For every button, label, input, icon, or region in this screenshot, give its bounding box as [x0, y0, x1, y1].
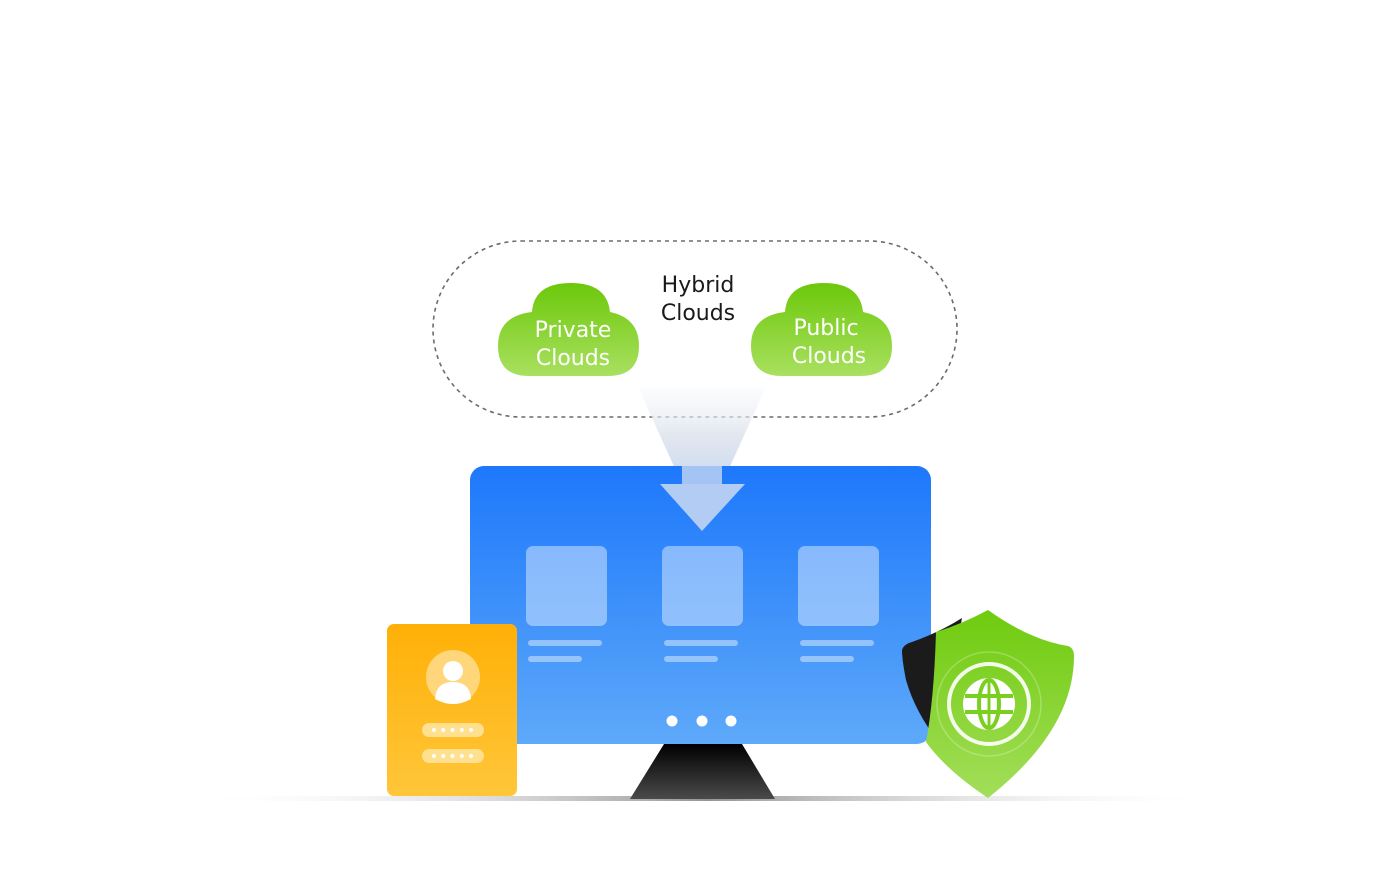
cloud-icon — [498, 283, 639, 376]
monitor-stand — [630, 744, 775, 799]
monitor-screen — [470, 466, 931, 744]
id-card-field — [422, 723, 484, 737]
tile-caption-bar — [800, 640, 874, 646]
id-card-body — [387, 624, 517, 796]
transfer-beam — [638, 387, 766, 484]
private-cloud-label-line2: Clouds — [536, 346, 610, 371]
app-tile — [798, 546, 879, 626]
app-tile — [662, 546, 743, 626]
monitor-icon — [470, 466, 931, 744]
transfer-beam-overlay — [682, 466, 722, 484]
id-card-field1-mask: ••••• — [430, 723, 476, 739]
public-cloud: Public Clouds — [751, 283, 892, 376]
pager-dot — [725, 715, 737, 727]
app-tile — [526, 546, 607, 626]
tile-caption-bar — [528, 640, 602, 646]
id-card-icon: ••••• ••••• — [387, 624, 517, 796]
hybrid-clouds-label-line1: Hybrid — [662, 273, 735, 298]
shield-ring-inner — [947, 662, 1031, 746]
pager-dot — [696, 715, 708, 727]
public-cloud-label-line1: Public — [793, 316, 858, 341]
id-card-field — [422, 749, 484, 763]
private-cloud-label-line1: Private — [535, 318, 612, 343]
shield-icon — [902, 610, 1074, 798]
tile-caption-bar — [664, 656, 718, 662]
public-cloud-label-line2: Clouds — [792, 344, 866, 369]
tile-caption-bar — [664, 640, 738, 646]
tile-caption-bar — [800, 656, 854, 662]
hybrid-clouds-label-line2: Clouds — [661, 301, 735, 326]
shield-ring-outer — [936, 651, 1042, 757]
globe-icon — [963, 678, 1015, 730]
id-card-field2-mask: ••••• — [430, 749, 476, 765]
cloud-icon — [751, 283, 892, 376]
user-icon — [435, 661, 471, 704]
arrow-down-icon — [660, 484, 745, 531]
tile-caption-bar — [528, 656, 582, 662]
pager-dot — [666, 715, 678, 727]
private-cloud: Private Clouds — [498, 283, 639, 376]
